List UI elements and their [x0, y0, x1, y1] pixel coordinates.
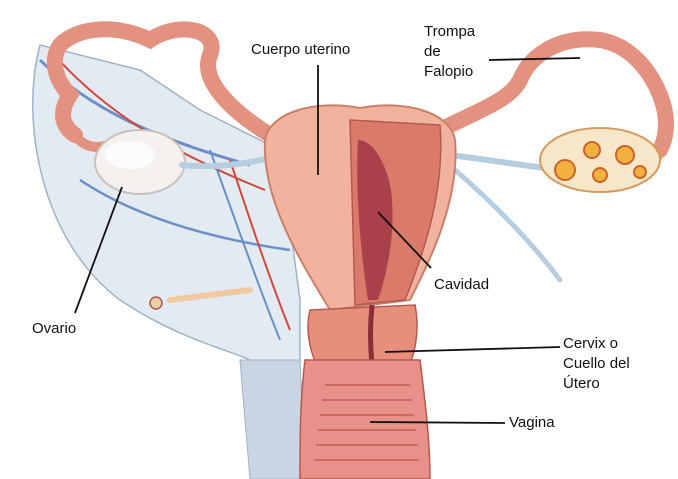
label-ovario: Ovario [32, 319, 76, 339]
ovarian-ligament-right [450, 155, 545, 168]
label-trompa-line-2: de [424, 42, 475, 62]
ligament-drape [240, 360, 305, 479]
label-cervix-line-3: Útero [563, 374, 630, 394]
label-cuerpo-uterino: Cuerpo uterino [251, 40, 350, 60]
vagina [300, 360, 430, 479]
leader-trompa [489, 58, 580, 60]
leader-vagina [370, 422, 505, 423]
label-cervix-line-2: Cuello del [563, 354, 630, 374]
label-trompa-de-falopio: Trompa de Falopio [424, 22, 475, 82]
follicle-1 [555, 160, 575, 180]
follicle-3 [593, 168, 607, 182]
label-trompa-line-1: Trompa [424, 22, 475, 42]
label-cavidad: Cavidad [434, 275, 489, 295]
label-vagina: Vagina [509, 413, 555, 433]
follicle-4 [616, 146, 634, 164]
follicle-5 [634, 166, 646, 178]
cervical-canal [371, 305, 373, 365]
label-cervix-line-1: Cervix o [563, 334, 630, 354]
vessel-section [150, 297, 162, 309]
round-ligament-right [455, 170, 560, 280]
follicle-2 [584, 142, 600, 158]
label-trompa-line-3: Falopio [424, 62, 475, 82]
left-ovary-sheen [105, 141, 155, 169]
label-cervix: Cervix o Cuello del Útero [563, 334, 630, 394]
